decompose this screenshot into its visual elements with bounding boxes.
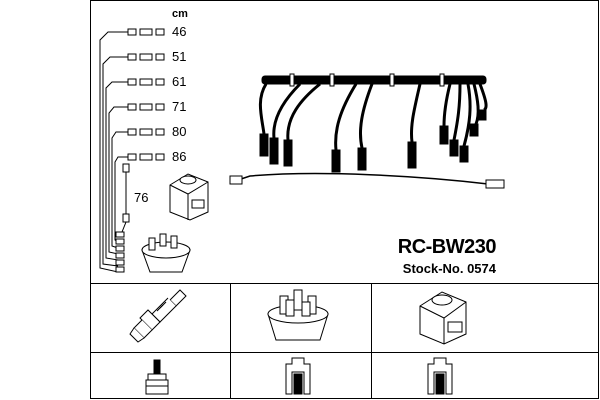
cap-terminal-icon xyxy=(285,357,311,395)
connector-coil-short xyxy=(122,163,130,223)
coil-lead-end-right xyxy=(485,179,505,189)
harness-cables xyxy=(258,82,488,151)
connector-row-5 xyxy=(127,128,165,136)
cable-length-coil: 76 xyxy=(134,190,149,205)
coil-terminal-icon xyxy=(427,357,453,395)
stock-number: Stock-No. 0574 xyxy=(402,261,496,276)
cable-length-1: 46 xyxy=(172,24,187,39)
diagram-frame xyxy=(90,0,599,399)
harness-boots xyxy=(259,109,487,173)
connector-row-4 xyxy=(127,103,165,111)
connector-row-2 xyxy=(127,53,165,61)
distributor-cap-icon xyxy=(267,289,329,341)
connector-row-3 xyxy=(127,78,165,86)
spark-plug-icon xyxy=(129,289,187,343)
cable-length-2: 51 xyxy=(172,49,187,64)
coil-lead-end-left xyxy=(229,175,243,185)
harness-rail xyxy=(261,75,487,85)
divider-col-2 xyxy=(371,283,372,399)
coil-small-icon xyxy=(169,173,209,221)
divider-bottom xyxy=(90,352,599,353)
distributor-cap-small-icon xyxy=(141,233,191,273)
connector-row-6 xyxy=(127,153,165,161)
cable-length-5: 80 xyxy=(172,124,187,139)
cable-length-3: 61 xyxy=(172,74,187,89)
plug-terminal-icon xyxy=(145,359,169,395)
cable-harness xyxy=(229,73,505,189)
model-number: RC-BW230 xyxy=(397,236,497,258)
connector-stack xyxy=(115,231,125,273)
ignition-coil-icon xyxy=(419,291,467,345)
harness-coil-lead xyxy=(237,172,489,185)
divider-col-1 xyxy=(230,283,231,399)
rail-clips xyxy=(289,73,445,87)
connector-row-1 xyxy=(127,28,165,36)
cable-length-4: 71 xyxy=(172,99,187,114)
length-connectors xyxy=(115,28,165,273)
unit-label: cm xyxy=(172,8,188,20)
divider-top xyxy=(90,283,599,284)
cable-length-6: 86 xyxy=(172,149,187,164)
